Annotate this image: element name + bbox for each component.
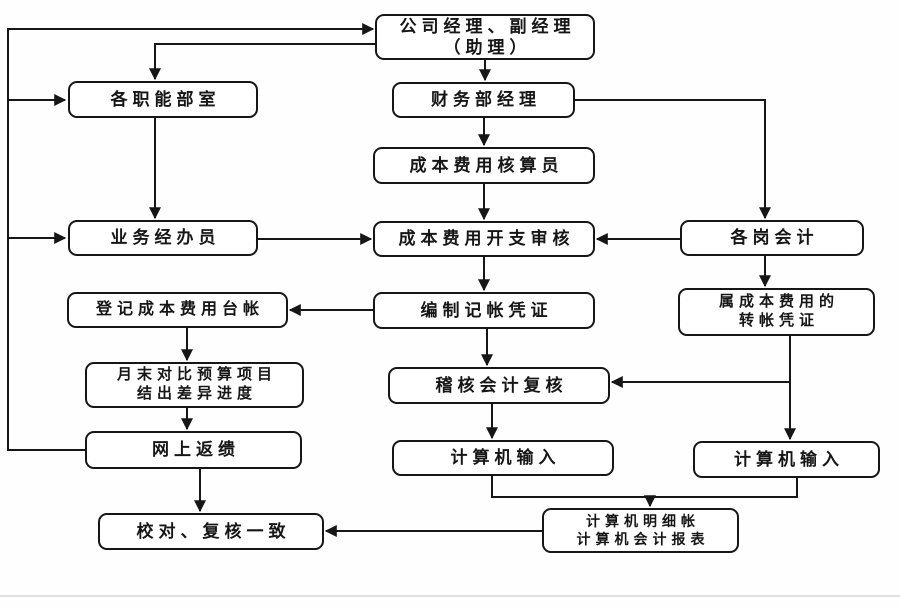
node-label: 登记成本费用台帐 <box>95 301 264 318</box>
node-post-accountants: 各岗会计 <box>680 220 864 256</box>
node-label: 校对、复核一致 <box>136 521 291 541</box>
node-label: 成本费用开支审核 <box>398 229 575 249</box>
node-business-handler: 业务经办员 <box>68 220 258 256</box>
node-gm: 公司经理、副经理 （助理） <box>375 14 595 60</box>
node-dept: 各职能部室 <box>68 81 258 118</box>
node-audit-review: 稽核会计复核 <box>388 367 610 404</box>
node-label: 月末对比预算项目 <box>116 366 277 384</box>
node-label: 各岗会计 <box>730 228 819 248</box>
node-check-consistent: 校对、复核一致 <box>98 513 324 550</box>
node-label: 各职能部室 <box>110 89 221 109</box>
node-label: （助理） <box>443 38 532 57</box>
edge-computer-input-right-to-computer-reports <box>650 478 798 498</box>
node-label: 业务经办员 <box>110 228 221 248</box>
node-label: 网上返缋 <box>152 440 240 460</box>
node-computer-input-center: 计算机输入 <box>392 440 614 476</box>
node-label: 财务部经理 <box>431 90 541 110</box>
node-label: 计算机输入 <box>450 448 561 468</box>
node-voucher: 编制记帐凭证 <box>373 292 595 329</box>
node-cost-ledger: 登记成本费用台帐 <box>67 292 288 328</box>
node-label: 成本费用核算员 <box>409 155 564 175</box>
edge-gm-to-dept <box>149 43 375 81</box>
node-expense-review: 成本费用开支审核 <box>373 221 595 257</box>
edge-online-feedback-to-gm <box>7 23 375 451</box>
node-label: 公司经理、副经理 <box>399 16 576 36</box>
node-transfer-voucher: 属成本费用的转帐凭证 <box>678 288 875 336</box>
edge-computer-input-center-to-computer-reports <box>491 476 656 508</box>
node-label: 计算机输入 <box>734 449 844 469</box>
node-monthly-compare: 月末对比预算项目结出差异进度 <box>85 362 304 408</box>
node-finance-manager: 财务部经理 <box>392 82 575 118</box>
node-label: 稽核会计复核 <box>435 375 568 395</box>
node-label: 属成本费用的 <box>718 293 839 311</box>
node-computer-reports: 计算机明细帐计算机会计报表 <box>542 508 739 553</box>
node-computer-input-right: 计算机输入 <box>693 441 880 478</box>
node-label: 编制记帐凭证 <box>420 300 553 320</box>
node-online-feedback: 网上返缋 <box>85 431 302 469</box>
edge-finance-manager-to-post-accountants <box>575 99 771 220</box>
scan-artifact-line <box>0 595 900 597</box>
node-label: 计算机明细帐 <box>586 513 700 529</box>
edge-transfer-voucher-to-audit-review <box>610 336 791 388</box>
node-cost-accountant: 成本费用核算员 <box>373 147 595 184</box>
node-label: 计算机会计报表 <box>576 530 710 547</box>
node-label: 结出差异进度 <box>136 385 257 402</box>
node-label: 转帐凭证 <box>738 312 819 329</box>
